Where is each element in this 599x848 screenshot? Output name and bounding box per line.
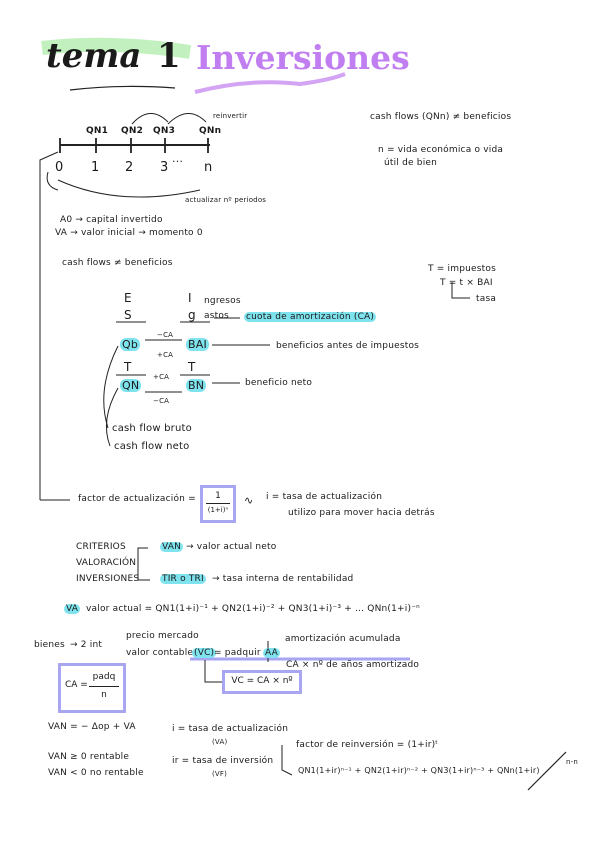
factor-box: 1 (1+i)ⁿ	[200, 485, 236, 523]
va-highlight: VA	[64, 604, 81, 614]
minus-ca-2: −CA	[153, 397, 170, 405]
van-highlight: VAN	[160, 542, 184, 552]
ca-n-anos: CA × nº de años amortizado	[286, 660, 420, 670]
bn: BN	[186, 379, 207, 392]
ingresos: ngresos	[204, 296, 241, 306]
i-desc-2: utilizo para mover hacia detrás	[288, 508, 435, 518]
timeline-label-3: QN3	[153, 126, 176, 136]
i-desc: i = tasa de actualización	[266, 492, 383, 502]
qb: Qb	[120, 338, 141, 351]
minus-ca-1: −CA	[157, 331, 174, 339]
tick-dots: ...	[172, 152, 184, 165]
bai: BAI	[186, 338, 209, 351]
ca-box: CA = padq n	[58, 663, 126, 713]
vc-highlight: (VC)	[192, 648, 217, 658]
scheme-t-2: T	[188, 360, 196, 374]
cf-ne-beneficio: cash flows ≠ beneficios	[62, 258, 173, 268]
cf-neto: cash flow neto	[114, 441, 190, 452]
van-lt: VAN < 0 no rentable	[48, 768, 144, 778]
scheme-s: S	[124, 308, 132, 322]
i-va: (VA)	[212, 738, 228, 746]
def-va: VA → valor inicial → momento 0	[55, 228, 203, 238]
tick-n: n	[204, 160, 213, 175]
timeline-label-1: QN1	[86, 126, 109, 136]
i-rate: i = tasa de actualización	[172, 724, 289, 734]
criterios-1: CRITERIOS	[76, 542, 126, 552]
tir-highlight: TIR o TRI	[160, 574, 206, 584]
factor-reinversion: factor de reinversión = (1+ir)ᵗ	[296, 740, 439, 750]
aa-highlight: AA	[263, 648, 280, 658]
cashflow-note: cash flows (QNn) ≠ beneficios	[370, 112, 512, 122]
cf-bruto: cash flow bruto	[112, 423, 192, 434]
bienes: bienes	[34, 640, 65, 650]
timeline-label-2: QN2	[121, 126, 144, 136]
scheme-i: I	[188, 291, 192, 305]
tick-1: 1	[91, 160, 100, 175]
n-def-2: útil de bien	[384, 158, 438, 168]
title-name: Inversiones	[196, 38, 410, 77]
actualizar-label: actualizar nº periodos	[185, 196, 267, 204]
qsum: QN1(1+ir)ⁿ⁻¹ + QN2(1+ir)ⁿ⁻² + QN3(1+ir)ⁿ…	[298, 766, 540, 775]
wave-icon: ∿	[244, 494, 254, 507]
plus-ca-1: +CA	[157, 351, 174, 359]
tick-3: 3	[160, 160, 169, 175]
bienes-arrow: → 2 int	[70, 640, 103, 650]
factor-label: factor de actualización =	[78, 494, 196, 504]
tick-2: 2	[125, 160, 134, 175]
scheme-e: E	[124, 291, 132, 305]
title-number: 1	[157, 36, 181, 76]
t-formula: T = t × BAI	[440, 278, 493, 288]
criterios-2: VALORACIÓN	[76, 558, 137, 568]
criterios-3: INVERSIONES	[76, 574, 140, 584]
precio-mercado: precio mercado	[126, 631, 199, 641]
t-impuestos: T = impuestos	[428, 264, 496, 274]
van-eq: VAN = − Δop + VA	[48, 722, 136, 732]
qn: QN	[120, 379, 142, 392]
def-a0: A0 → capital invertido	[60, 215, 163, 225]
plus-ca-2: +CA	[153, 373, 170, 381]
qsum-exp: n-n	[566, 758, 578, 766]
reinvertir-label: reinvertir	[213, 112, 248, 120]
tir-desc: → tasa interna de rentabilidad	[212, 574, 354, 584]
bai-desc: beneficios antes de impuestos	[276, 341, 420, 351]
ir-rate: ir = tasa de inversión	[172, 756, 274, 766]
title-tema: tema	[46, 36, 142, 76]
timeline-label-n: QNn	[199, 126, 222, 136]
van-ge: VAN ≥ 0 rentable	[48, 752, 130, 762]
t-tasa: tasa	[476, 294, 497, 304]
amort-acumulada: amortización acumulada	[285, 634, 401, 644]
bn-desc: beneficio neto	[245, 378, 313, 388]
van-desc: → valor actual neto	[186, 542, 277, 552]
ir-vf: (VF)	[212, 770, 228, 778]
n-def-1: n = vida económica o vida	[378, 145, 504, 155]
valor-contable: valor contable	[126, 648, 194, 658]
cuota-amortizacion: cuota de amortización (CA)	[244, 312, 377, 322]
vc-formula-box: VC = CA × nº	[222, 670, 302, 694]
va-formula: valor actual = QN1(1+i)⁻¹ + QN2(1+i)⁻² +…	[86, 604, 420, 614]
scheme-t-1: T	[124, 360, 132, 374]
tick-0: 0	[55, 160, 64, 175]
gastos: astos	[204, 311, 229, 321]
scheme-g: g	[188, 308, 196, 322]
padquir: = padquir −	[214, 648, 272, 658]
